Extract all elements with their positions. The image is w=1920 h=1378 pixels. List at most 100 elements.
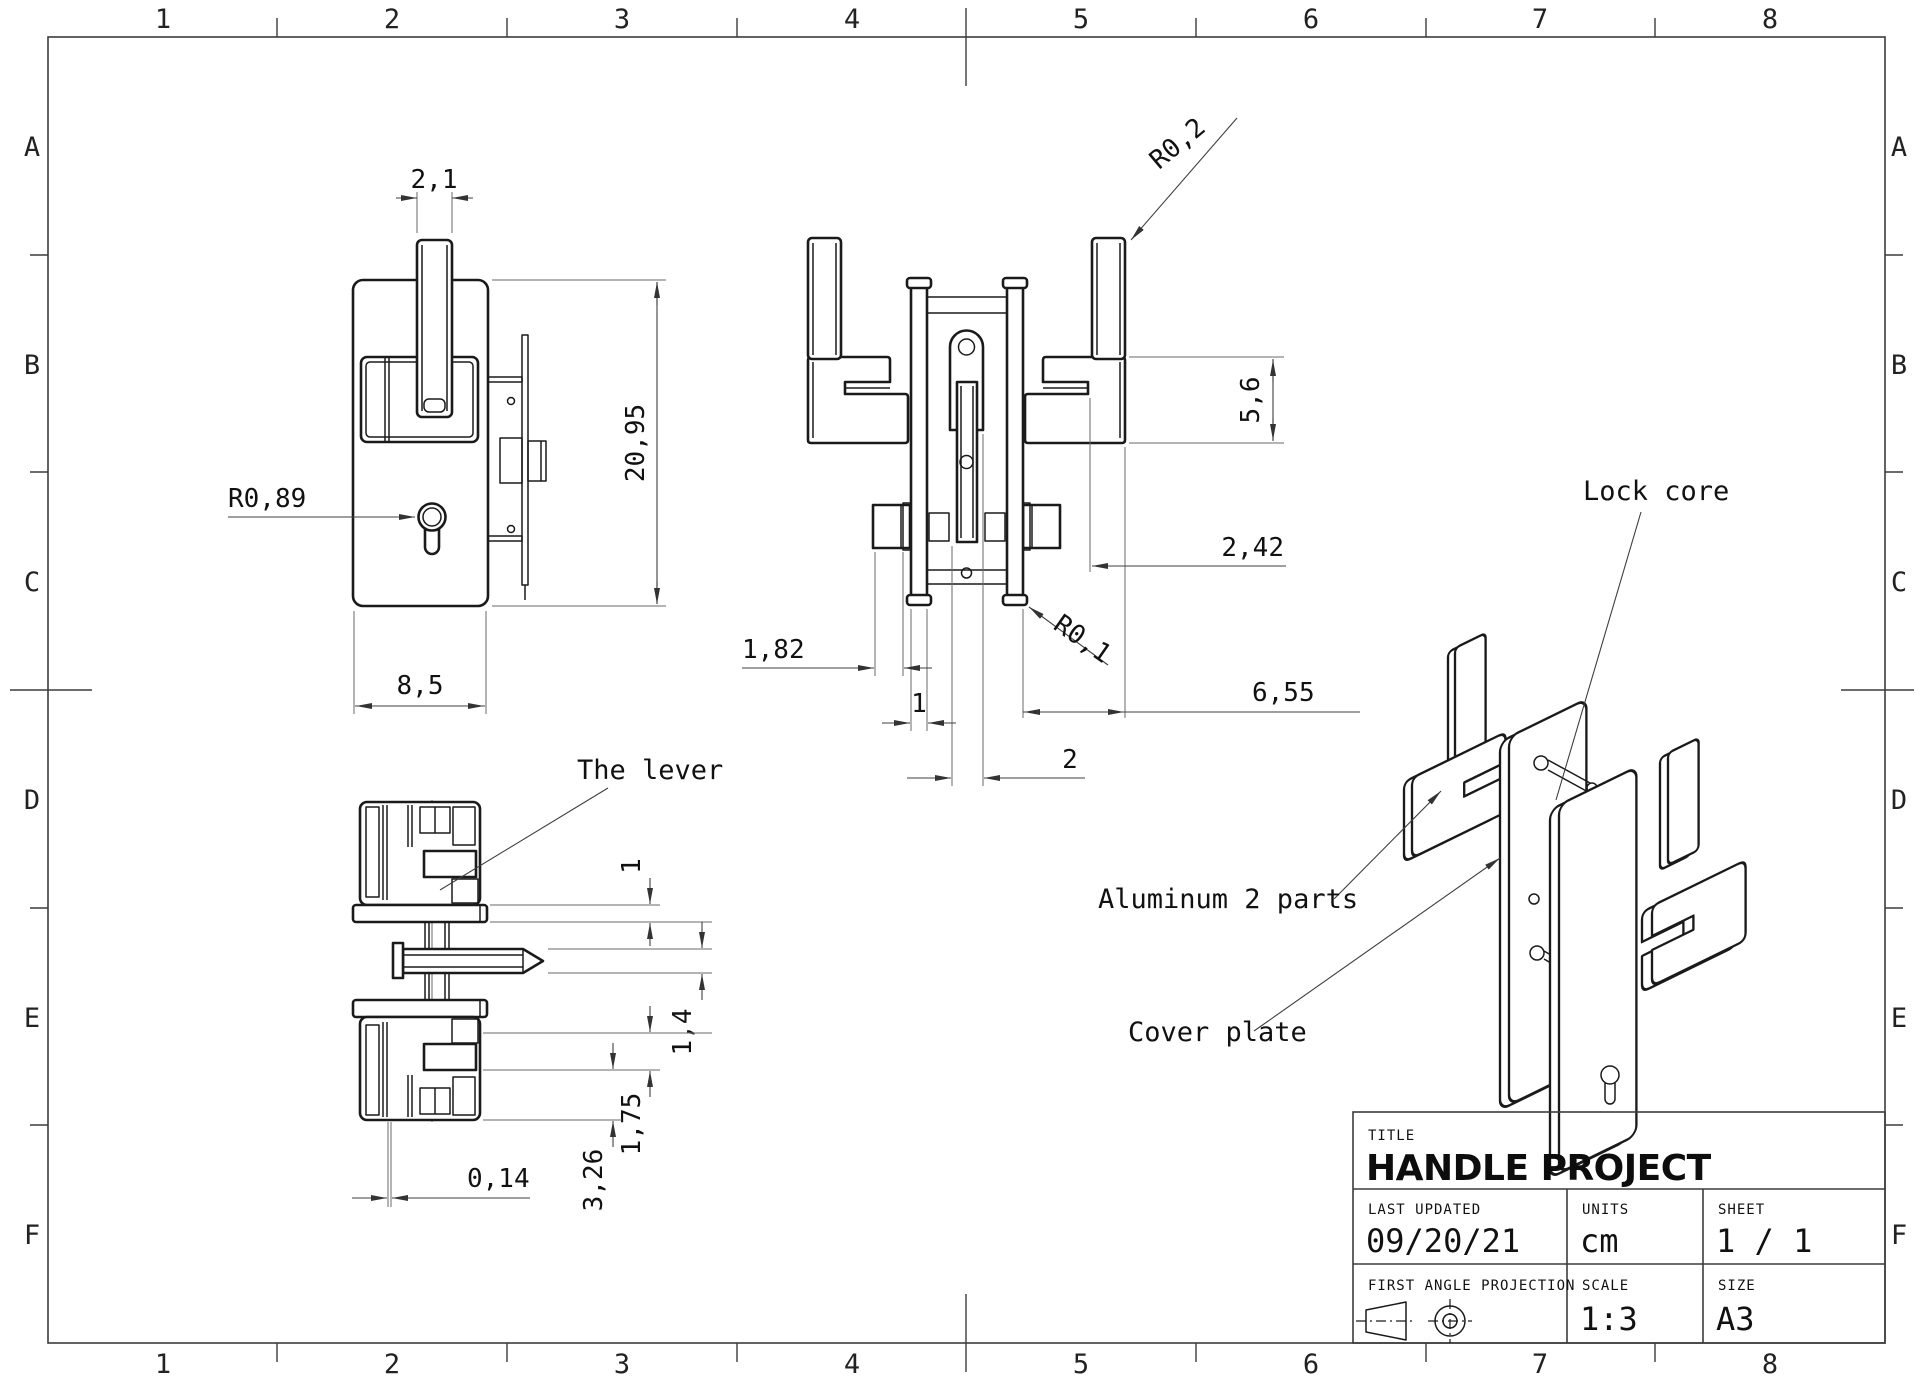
- left-boss: [871, 502, 912, 551]
- svg-text:20,95: 20,95: [621, 404, 651, 482]
- material-callout: Aluminum 2 parts: [1098, 790, 1442, 915]
- svg-text:1: 1: [911, 689, 927, 719]
- dim-front-handle-width: 2,1: [396, 165, 473, 233]
- zone-row-label: C: [24, 567, 40, 598]
- side-view: 1,82 1 2 6,55 2,42: [742, 112, 1360, 786]
- sheet-border: 1 2 3 4 5 6 7 8 1 2 3 4 5 6 7 8 A B C D …: [10, 4, 1914, 1378]
- side-extension-lines: [874, 356, 1284, 786]
- zone-col-label: 1: [155, 4, 171, 35]
- zone-row-label: B: [24, 350, 40, 381]
- dim-top-depth: 3,26: [483, 1043, 622, 1211]
- svg-text:1,4: 1,4: [668, 1009, 698, 1056]
- dim-front-total-height: 20,95: [492, 279, 666, 607]
- svg-text:2: 2: [1062, 745, 1078, 775]
- lever-label: The lever: [577, 755, 723, 786]
- top-spacer: [926, 296, 1008, 314]
- last-updated-value: 09/20/21: [1366, 1222, 1520, 1260]
- svg-text:5,6: 5,6: [1236, 377, 1266, 424]
- bottom-screw: [960, 567, 973, 579]
- zone-col-label: 1: [155, 1349, 171, 1378]
- lock-body: [487, 334, 547, 600]
- units-label: UNITS: [1582, 1202, 1629, 1218]
- zone-row-label: A: [24, 132, 40, 163]
- dim-top-gap: 0,14: [352, 1122, 530, 1207]
- keyhole: [417, 502, 447, 556]
- iso-front-lever: [1640, 738, 1747, 991]
- dim-top-flange: 1: [490, 858, 712, 946]
- svg-text:6,55: 6,55: [1252, 678, 1315, 708]
- dim-front-keyhole-radius: R0,89: [228, 484, 415, 520]
- dim-side-core-width: 2: [907, 745, 1085, 781]
- first-angle-projection-icon: [1356, 1299, 1472, 1343]
- svg-text:3,26: 3,26: [579, 1149, 609, 1212]
- zone-row-label: C: [1891, 567, 1907, 598]
- iso-view: Lock core Aluminum 2 parts Cover plate: [1098, 476, 1747, 1176]
- dim-side-radius-bottom: R0,1: [1028, 606, 1117, 670]
- svg-text:1,82: 1,82: [742, 635, 805, 665]
- dim-side-plate-thickness: 1: [882, 689, 956, 726]
- lock-core-label: Lock core: [1583, 476, 1729, 507]
- lower-grip-block: [358, 1015, 482, 1122]
- zone-col-label: 4: [844, 1349, 860, 1378]
- svg-text:2,1: 2,1: [411, 165, 458, 195]
- sheet-label: SHEET: [1718, 1202, 1765, 1218]
- spindle-top: [391, 941, 545, 980]
- zone-col-label: 5: [1073, 1349, 1089, 1378]
- sheet-value: 1 / 1: [1716, 1222, 1812, 1260]
- left-hub: [928, 512, 950, 542]
- dim-side-radius-top: R0,2: [1130, 112, 1238, 241]
- left-mount-block: [806, 355, 910, 445]
- svg-text:0,14: 0,14: [467, 1164, 530, 1194]
- size-label: SIZE: [1718, 1278, 1756, 1294]
- zone-row-label: A: [1891, 132, 1907, 163]
- top-view: The lever 1 1,4 1,75: [351, 755, 723, 1211]
- zone-col-label: 5: [1073, 4, 1089, 35]
- zone-row-label: B: [1891, 350, 1907, 381]
- dim-top-spindle: 1,4: [548, 922, 712, 1055]
- zone-col-label: 7: [1532, 4, 1548, 35]
- svg-text:1,75: 1,75: [617, 1093, 647, 1156]
- lock-core-callout: Lock core: [1555, 476, 1729, 801]
- drawing-title: HANDLE PROJECT: [1366, 1148, 1712, 1189]
- lever-bar: [415, 238, 454, 419]
- zone-row-label: F: [1891, 1220, 1907, 1251]
- svg-text:R0,2: R0,2: [1144, 112, 1211, 175]
- svg-text:1: 1: [617, 858, 647, 874]
- zone-col-label: 2: [384, 1349, 400, 1378]
- lower-flange: [351, 998, 489, 1019]
- zone-col-label: 2: [384, 4, 400, 35]
- right-hub: [984, 512, 1006, 542]
- material-label: Aluminum 2 parts: [1098, 884, 1358, 915]
- right-mount-block: [1023, 355, 1127, 445]
- zone-col-label: 3: [614, 4, 630, 35]
- right-boss: [1021, 502, 1062, 551]
- zone-col-label: 7: [1532, 1349, 1548, 1378]
- units-value: cm: [1580, 1222, 1619, 1260]
- svg-text:8,5: 8,5: [397, 671, 444, 701]
- cover-plates-edge: [905, 276, 1029, 607]
- zone-row-label: E: [24, 1003, 40, 1034]
- dim-side-offset: 2,42: [1092, 533, 1286, 569]
- dim-side-bracket-height: 5,6: [1236, 359, 1276, 441]
- iso-keyhole: [1600, 1065, 1620, 1085]
- zone-col-label: 8: [1762, 4, 1778, 35]
- scale-label: SCALE: [1582, 1278, 1629, 1294]
- dim-top-step: 1,75: [483, 1006, 712, 1155]
- svg-text:R0,1: R0,1: [1048, 609, 1117, 669]
- front-view: 2,1 20,95 8,5 R0,89: [228, 165, 666, 714]
- title-label: TITLE: [1368, 1128, 1415, 1144]
- zone-row-label: E: [1891, 1003, 1907, 1034]
- zone-row-label: D: [24, 785, 40, 816]
- svg-text:2,42: 2,42: [1221, 533, 1284, 563]
- title-block: TITLE HANDLE PROJECT LAST UPDATED 09/20/…: [1352, 1111, 1886, 1344]
- upper-flange: [351, 903, 489, 924]
- iso-front-plate: [1548, 769, 1638, 1176]
- lever-callout: The lever: [439, 755, 723, 891]
- dim-front-plate-width: 8,5: [353, 611, 487, 714]
- zone-col-label: 6: [1303, 1349, 1319, 1378]
- zone-row-label: F: [24, 1220, 40, 1251]
- zone-col-label: 8: [1762, 1349, 1778, 1378]
- projection-label: FIRST ANGLE PROJECTION: [1368, 1278, 1575, 1294]
